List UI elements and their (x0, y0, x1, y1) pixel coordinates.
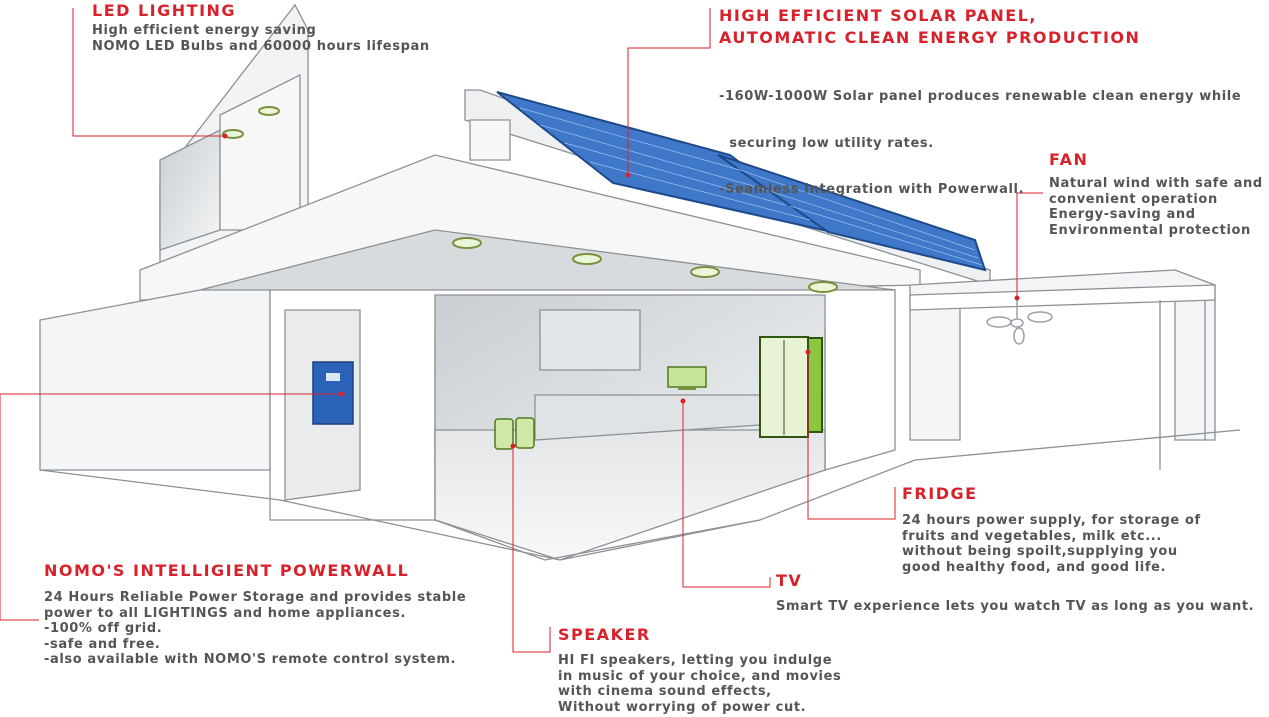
solar-panel-title: HIGH EFFICIENT SOLAR PANEL, AUTOMATIC CL… (719, 6, 1141, 47)
callout-tv: TV Smart TV experience lets you watch TV… (776, 571, 1254, 615)
tv-unit (667, 366, 707, 390)
callout-fan: FAN Natural wind with safe and convenien… (1049, 150, 1263, 238)
leader-tv (682, 401, 771, 588)
callout-powerwall: NOMO'S INTELLIGIENT POWERWALL 24 Hours R… (44, 561, 466, 668)
callout-fridge: FRIDGE 24 hours power supply, for storag… (902, 484, 1201, 575)
callout-solar-panel: HIGH EFFICIENT SOLAR PANEL, AUTOMATIC CL… (719, 6, 1241, 229)
leader-fan (1016, 192, 1043, 298)
leader-fridge (807, 352, 896, 520)
callout-led-lighting: LED LIGHTING High efficient energy savin… (92, 1, 430, 54)
leader-lines (0, 8, 1043, 653)
solar-panels (496, 91, 987, 272)
fan-title: FAN (1049, 150, 1089, 169)
leader-solar (627, 8, 711, 175)
leader-speaker (512, 446, 551, 653)
ceiling-fan (986, 296, 1053, 345)
led-lighting-title: LED LIGHTING (92, 1, 237, 20)
leader-led (72, 8, 225, 137)
tv-title: TV (776, 571, 803, 590)
speaker-title: SPEAKER (558, 625, 651, 644)
speakers (494, 417, 535, 450)
powerwall-unit (312, 361, 354, 425)
fan-description: Natural wind with safe and convenient op… (1049, 176, 1263, 238)
powerwall-title: NOMO'S INTELLIGIENT POWERWALL (44, 561, 410, 580)
fridge-unit (759, 336, 823, 438)
led-lighting-description: High efficient energy saving NOMO LED Bu… (92, 23, 430, 54)
tv-description: Smart TV experience lets you watch TV as… (776, 599, 1255, 614)
powerwall-description: 24 Hours Reliable Power Storage and prov… (44, 590, 467, 667)
callout-speaker: SPEAKER HI FI speakers, letting you indu… (558, 625, 841, 715)
solar-panel-description: -160W-1000W Solar panel produces renewab… (719, 89, 1242, 197)
fridge-description: 24 hours power supply, for storage of fr… (902, 513, 1201, 575)
speaker-description: HI FI speakers, letting you indulge in m… (558, 653, 842, 715)
leader-powerwall (0, 394, 39, 621)
leader-dots (222, 133, 1020, 449)
fridge-title: FRIDGE (902, 484, 978, 503)
led-bulbs (222, 106, 838, 293)
